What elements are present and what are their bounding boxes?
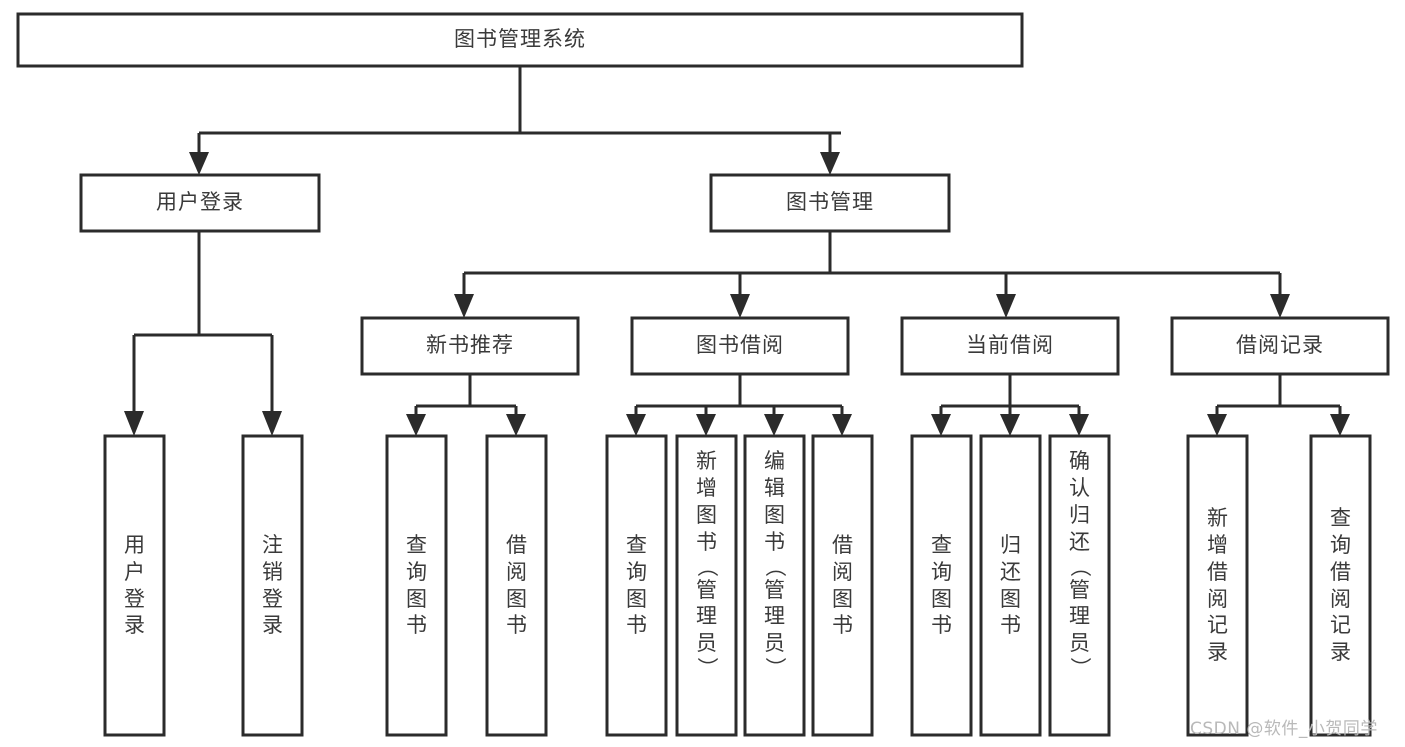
node-box-book-manage[interactable]: [709, 173, 951, 233]
node-box-leaf-query-book-rec[interactable]: [385, 434, 448, 737]
node-box-leaf-query-record[interactable]: [1309, 434, 1372, 737]
node-box-leaf-return-book[interactable]: [979, 434, 1042, 737]
watermark-text: CSDN @软件_小贺同学: [1190, 719, 1378, 739]
node-box-leaf-user-login[interactable]: [103, 434, 166, 737]
node-box-book-borrow[interactable]: [630, 316, 850, 376]
node-box-current-borrow[interactable]: [900, 316, 1120, 376]
node-box-leaf-logout[interactable]: [241, 434, 304, 737]
node-box-leaf-query-book-borrow[interactable]: [605, 434, 668, 737]
node-box-leaf-borrow-book-rec[interactable]: [485, 434, 548, 737]
connector-borrowrecord-to-leaves: [1207, 374, 1350, 436]
connector-bookmanage-to-level3: [454, 231, 1290, 318]
node-box-borrow-record[interactable]: [1170, 316, 1390, 376]
connector-currentborrow-to-leaves: [931, 374, 1089, 436]
node-box-leaf-edit-book[interactable]: [743, 434, 806, 737]
node-box-leaf-borrow-book[interactable]: [811, 434, 874, 737]
connector-root-to-level2: [189, 66, 841, 175]
connector-newbook-to-leaves: [406, 374, 526, 436]
node-box-root[interactable]: [16, 12, 1024, 68]
node-box-leaf-add-record[interactable]: [1186, 434, 1249, 737]
node-box-leaf-query-book-current[interactable]: [910, 434, 973, 737]
node-box-leaf-add-book[interactable]: [675, 434, 738, 737]
connector-userlogin-to-leaves: [124, 231, 282, 436]
node-box-leaf-confirm-return[interactable]: [1048, 434, 1111, 737]
connector-bookborrow-to-leaves: [626, 374, 852, 436]
node-box-new-book-rec[interactable]: [360, 316, 580, 376]
node-box-user-login[interactable]: [79, 173, 321, 233]
